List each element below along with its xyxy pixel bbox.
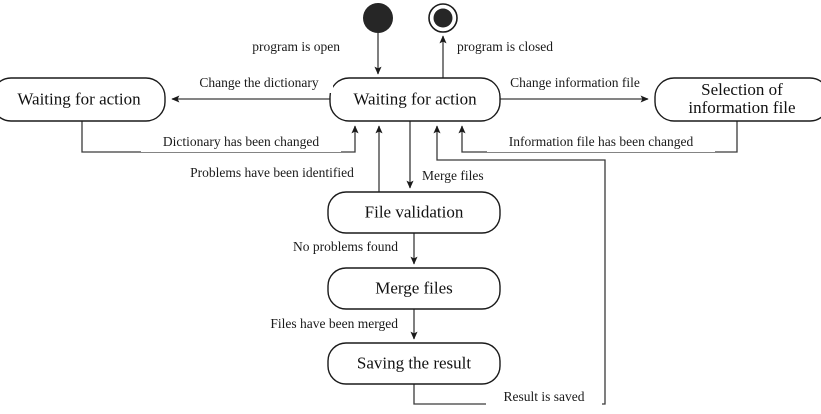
edge-label-change-the-dictionary: Change the dictionary <box>185 75 333 93</box>
state-file-validation[interactable]: File validation <box>327 191 501 234</box>
state-label-merge-files: Merge files <box>375 278 453 297</box>
state-waiting-for-action-left[interactable]: Waiting for action <box>0 77 166 122</box>
edge-label-merge-files: Merge files <box>420 168 500 186</box>
edge-label-problems-have-been-identified: Problems have been identified <box>172 165 372 183</box>
initial-state-node[interactable] <box>363 3 393 33</box>
edge-label-no-problems-found: No problems found <box>255 239 400 258</box>
edge-label-program-is-open: program is open <box>252 39 341 57</box>
state-label-file-validation: File validation <box>365 202 464 221</box>
edge-result-is-saved <box>413 125 606 405</box>
svg-text:Change the dictionary: Change the dictionary <box>199 75 318 90</box>
edge-label-result-is-saved: Result is saved <box>486 389 602 407</box>
final-state-node[interactable] <box>428 3 458 33</box>
state-label-waiting-center: Waiting for action <box>353 89 477 108</box>
svg-text:Change information file: Change information file <box>510 75 640 90</box>
svg-text:Dictionary has been changed: Dictionary has been changed <box>163 134 320 149</box>
edge-label-files-have-been-merged: Files have been merged <box>233 316 401 335</box>
state-saving-the-result[interactable]: Saving the result <box>327 342 501 385</box>
svg-text:Problems have been identified: Problems have been identified <box>190 165 354 180</box>
svg-text:Information file has been chan: Information file has been changed <box>509 134 694 149</box>
edge-label-change-information-file: Change information file <box>500 75 650 93</box>
state-waiting-for-action-center[interactable]: Waiting for action <box>329 77 501 122</box>
svg-text:No problems found: No problems found <box>293 239 398 254</box>
edge-label-information-file-has-been-changed: Information file has been changed <box>487 134 715 152</box>
state-merge-files[interactable]: Merge files <box>327 267 501 310</box>
edge-label-dictionary-has-been-changed: Dictionary has been changed <box>141 134 341 152</box>
svg-text:Result is saved: Result is saved <box>504 389 585 404</box>
svg-text:Files have been merged: Files have been merged <box>270 316 398 331</box>
state-selection-of-information-file[interactable]: Selection of information file <box>654 77 821 122</box>
svg-text:program is closed: program is closed <box>457 39 553 54</box>
state-label-selection-line2: information file <box>688 98 795 117</box>
svg-text:Merge files: Merge files <box>422 168 484 183</box>
svg-text:program is open: program is open <box>252 39 340 54</box>
state-label-selection-line1: Selection of <box>701 80 783 99</box>
state-label-waiting-left: Waiting for action <box>17 89 141 108</box>
state-label-saving-the-result: Saving the result <box>357 353 472 372</box>
edge-label-program-is-closed: program is closed <box>455 39 577 57</box>
